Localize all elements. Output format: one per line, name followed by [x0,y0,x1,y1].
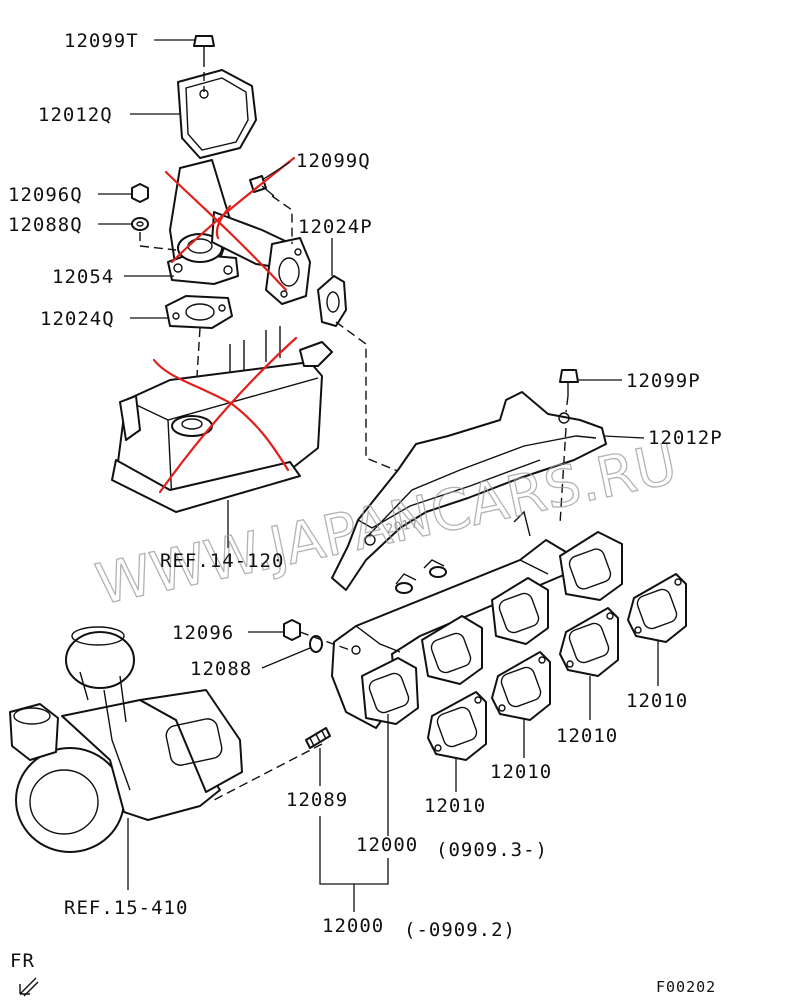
callout-12096q: 12096Q [8,184,83,206]
callout-12024q: 12024Q [40,308,115,330]
stud-12089 [305,727,331,749]
manifold-gasket-12010-a [427,691,487,761]
manifold-gasket-12010-b [491,651,551,721]
callout-12010-a: 12010 [424,795,486,817]
manifold-gasket-12010-d [627,573,687,643]
heat-protector-upper [177,69,257,159]
manifold-gasket-12010-c [559,607,619,677]
turbocharger-ref-15-410 [9,626,243,853]
bolt-12099t [193,35,215,58]
callout-12000-new: 12000 [356,834,418,856]
watermark-year: 2017 [384,516,419,538]
figure-number: F00202 [656,978,716,996]
callout-12099t: 12099T [64,30,139,52]
callout-12096: 12096 [172,622,234,644]
cross-out-egr-cooler [152,336,298,494]
cross-out-upper-fitting [164,156,296,292]
egr-cooler-ref-14-120 [111,326,333,513]
gasket-12024p [317,275,347,327]
callout-12054: 12054 [52,266,114,288]
callout-12088: 12088 [190,658,252,680]
washer-12088 [309,635,323,653]
callout-ref-14-120: REF.14-120 [160,550,284,572]
callout-date-old: (-0909.2) [404,919,516,941]
callout-12089: 12089 [286,789,348,811]
callout-12088q: 12088Q [8,214,83,236]
washer-12088q [131,217,149,231]
part-callouts: 12099T 12012Q 12099Q 12096Q 12088Q 12024… [8,30,723,996]
callout-ref-15-410: REF.15-410 [64,897,188,919]
callout-12099p: 12099P [626,370,701,392]
exhaust-manifold-12000 [331,510,623,729]
callout-12010-d: 12010 [626,690,688,712]
leader-lines [98,39,659,912]
bolt-12099q [249,175,275,197]
front-arrow-icon [19,977,39,997]
bolt-12099p [559,369,579,396]
callout-12024p: 12024P [298,216,373,238]
callout-date-new: (0909.3-) [436,839,548,861]
gasket-12024q [165,295,233,329]
nut-12096 [283,619,301,641]
exhaust-pipe-flange [211,211,311,305]
callout-12010-b: 12010 [490,761,552,783]
heat-protector-lower [331,391,607,591]
callout-12099q: 12099Q [296,150,371,172]
nut-12096q [131,183,149,203]
front-direction-label: FR [10,950,35,972]
callout-12000-old: 12000 [322,915,384,937]
callout-12012q: 12012Q [38,104,113,126]
callout-12012p: 12012P [648,427,723,449]
callout-12010-c: 12010 [556,725,618,747]
